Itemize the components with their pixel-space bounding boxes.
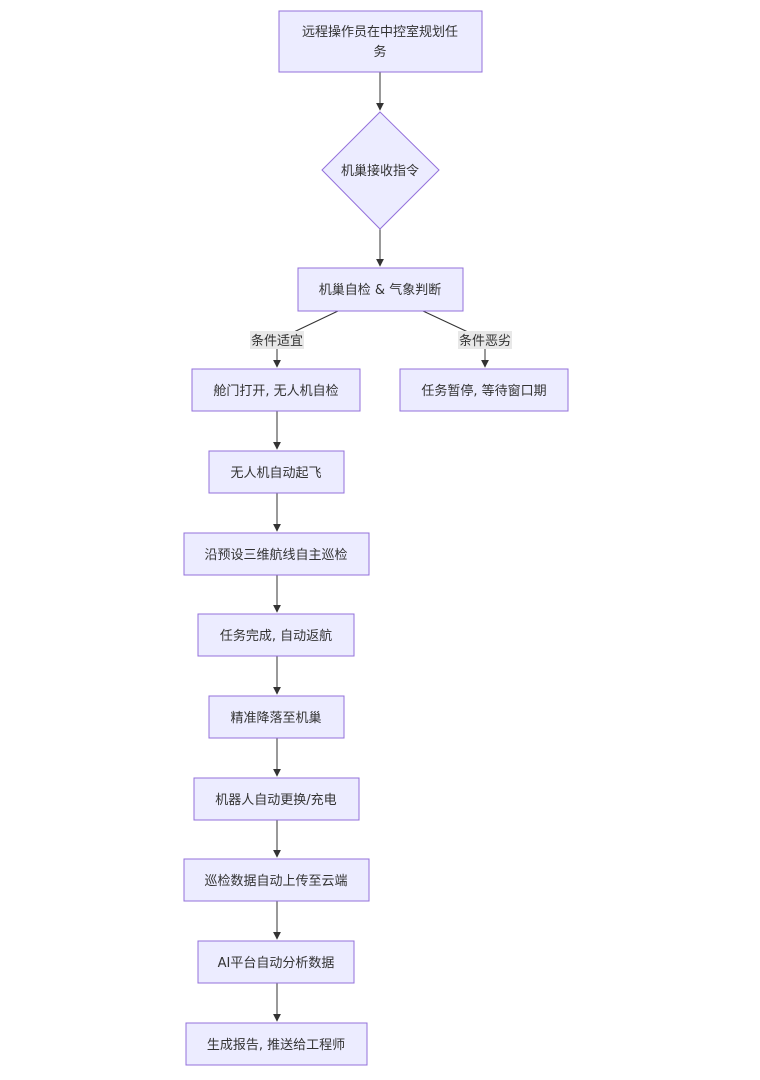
node-analyze[interactable]: AI平台自动分析数据 (197, 940, 355, 984)
node-battery[interactable]: 机器人自动更换/充电 (193, 777, 360, 821)
node-land[interactable]: 精准降落至机巢 (208, 695, 345, 739)
node-patrol-text: 沿预设三维航线自主巡检 (204, 547, 347, 563)
node-land-text: 精准降落至机巢 (230, 711, 321, 726)
node-hatch-text: 舱门打开, 无人机自检 (213, 384, 338, 399)
node-selfcheck[interactable]: 机巢自检 & 气象判断 (297, 267, 464, 312)
node-plan[interactable]: 远程操作员在中控室规划任 务 (278, 10, 483, 73)
edge-label-good-text: 条件适宜 (251, 333, 303, 349)
node-analyze-text: AI平台自动分析数据 (218, 956, 335, 971)
node-takeoff[interactable]: 无人机自动起飞 (208, 450, 345, 494)
edge-label-bad: 条件恶劣 (458, 331, 512, 349)
edge-label-bad-text: 条件恶劣 (459, 333, 511, 349)
node-receive-text: 机巢接收指令 (341, 163, 419, 179)
node-upload[interactable]: 巡检数据自动上传至云端 (183, 858, 370, 902)
node-battery-text: 机器人自动更换/充电 (215, 792, 336, 808)
node-patrol[interactable]: 沿预设三维航线自主巡检 (183, 532, 370, 576)
node-selfcheck-text: 机巢自检 & 气象判断 (319, 282, 441, 298)
node-pause-text: 任务暂停, 等待窗口期 (421, 383, 546, 399)
node-return[interactable]: 任务完成, 自动返航 (197, 613, 355, 657)
node-report-text: 生成报告, 推送给工程师 (207, 1038, 345, 1053)
node-takeoff-text: 无人机自动起飞 (230, 466, 321, 481)
node-report[interactable]: 生成报告, 推送给工程师 (185, 1022, 368, 1066)
node-hatch[interactable]: 舱门打开, 无人机自检 (191, 368, 361, 412)
node-return-text: 任务完成, 自动返航 (220, 628, 332, 644)
edge-label-good: 条件适宜 (250, 331, 304, 349)
node-receive[interactable]: 机巢接收指令 (321, 111, 440, 230)
node-plan-text-1: 远程操作员在中控室规划任 (302, 24, 458, 40)
node-pause[interactable]: 任务暂停, 等待窗口期 (399, 368, 569, 412)
node-upload-text: 巡检数据自动上传至云端 (204, 874, 347, 889)
node-plan-text-2: 务 (373, 44, 386, 60)
